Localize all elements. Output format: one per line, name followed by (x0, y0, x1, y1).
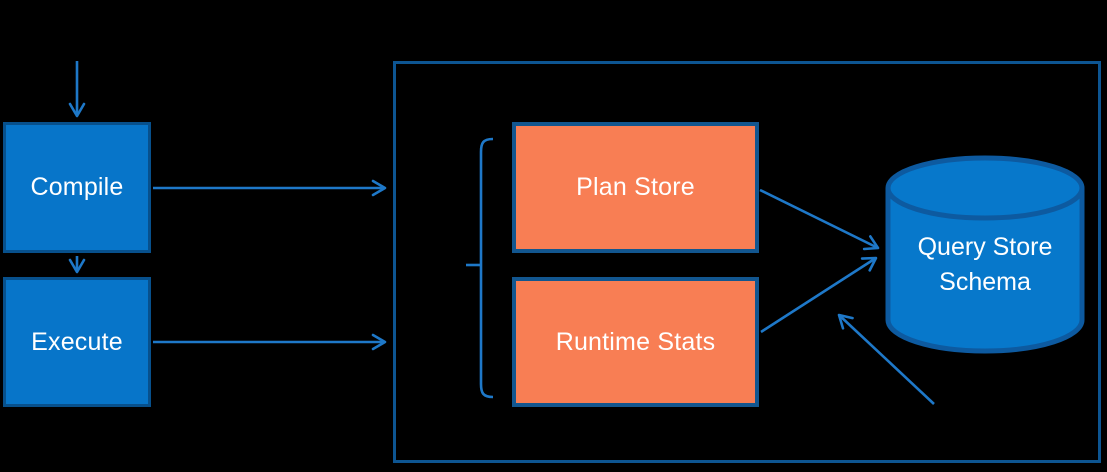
group-bracket-icon (479, 137, 494, 399)
plan-store-node: Plan Store (512, 122, 759, 253)
arrow-runtime-stats-to-schema-icon (760, 256, 878, 334)
compile-node: Compile (3, 122, 151, 253)
query-store-schema-label-line2: Schema (939, 268, 1031, 296)
runtime-stats-node: Runtime Stats (512, 277, 759, 407)
arrow-external-to-schema-icon (837, 313, 935, 405)
query-store-schema-label: Query Store Schema (888, 230, 1082, 300)
execute-node: Execute (3, 277, 151, 407)
plan-store-label: Plan Store (576, 173, 695, 201)
runtime-stats-label: Runtime Stats (555, 327, 716, 356)
database-cylinder-top (885, 155, 1085, 221)
query-store-container (393, 61, 1101, 463)
query-store-schema-label-line1: Query Store (917, 233, 1053, 261)
arrow-plan-store-to-schema-icon (759, 188, 880, 251)
database-cylinder-icon (885, 155, 1085, 354)
database-cylinder-body (885, 188, 1085, 354)
execute-label: Execute (31, 327, 123, 356)
compile-label: Compile (30, 173, 124, 201)
